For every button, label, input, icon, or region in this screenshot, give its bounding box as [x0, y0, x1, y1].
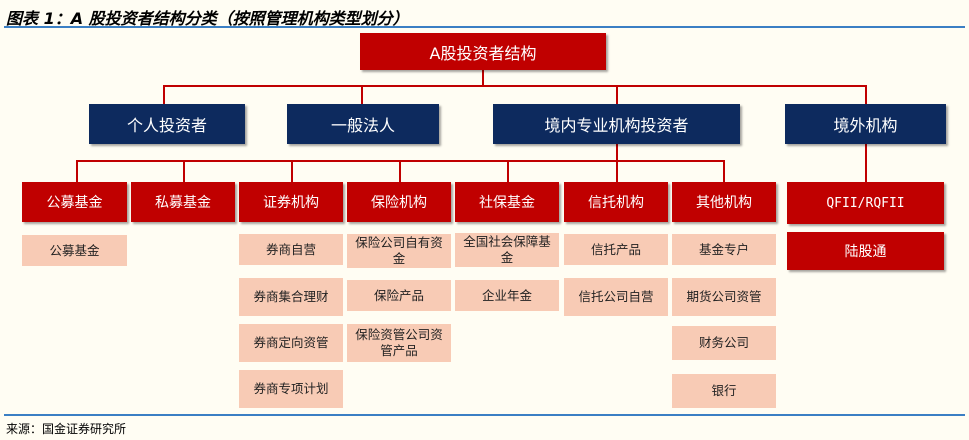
- leaf-finance-companies: 财务公司: [672, 326, 776, 360]
- connector-domestic-down: [616, 143, 618, 161]
- node-domestic-institutions: 境内专业机构投资者: [493, 104, 740, 144]
- connector-to-gongmu: [76, 160, 78, 182]
- leaf-trust-proprietary: 信托公司自营: [564, 278, 668, 316]
- node-qfii-rqfii: QFII/RQFII: [787, 182, 944, 224]
- leaf-trust-products: 信托产品: [564, 234, 668, 265]
- node-other-institutions: 其他机构: [672, 182, 776, 222]
- connector-root-down: [482, 70, 484, 86]
- leaf-public-funds: 公募基金: [22, 235, 127, 266]
- leaf-broker-collective-wm: 券商集合理财: [239, 278, 343, 316]
- connector-to-baoxian: [399, 160, 401, 182]
- node-insurance-institutions: 保险机构: [347, 182, 451, 222]
- leaf-insurer-own-funds: 保险公司自有资金: [347, 234, 451, 268]
- footer-rule: [4, 414, 965, 416]
- connector-to-individual: [163, 85, 165, 104]
- connector-to-qita: [723, 160, 725, 182]
- node-stock-connect: 陆股通: [787, 232, 944, 270]
- connector-to-shebao: [507, 160, 509, 182]
- node-general-corporates: 一般法人: [287, 104, 439, 144]
- node-private-funds: 私募基金: [131, 182, 235, 222]
- node-foreign-institutions: 境外机构: [785, 104, 946, 144]
- leaf-broker-proprietary: 券商自营: [239, 234, 343, 265]
- node-individual-investors: 个人投资者: [89, 104, 245, 144]
- connector-to-zhengquan: [291, 160, 293, 182]
- connector-level1-bus: [163, 85, 867, 87]
- leaf-enterprise-annuity: 企业年金: [455, 280, 559, 311]
- connector-to-corporate: [361, 85, 363, 104]
- connector-to-domestic: [616, 85, 618, 104]
- source-note: 来源：国金证券研究所: [6, 422, 127, 436]
- leaf-fund-special-accounts: 基金专户: [672, 234, 776, 265]
- leaf-banks: 银行: [672, 374, 776, 408]
- connector-to-foreign: [865, 85, 867, 104]
- leaf-national-social-security: 全国社会保障基金: [455, 233, 559, 267]
- node-securities-institutions: 证券机构: [239, 182, 343, 222]
- node-social-security-fund: 社保基金: [455, 182, 559, 222]
- leaf-broker-special-plan: 券商专项计划: [239, 370, 343, 408]
- leaf-insurance-am-products: 保险资管公司资管产品: [347, 324, 451, 362]
- connector-foreign-down: [865, 143, 867, 182]
- title-rule: [4, 26, 965, 28]
- figure-title: 图表 1：A 股投资者结构分类（按照管理机构类型划分）: [6, 9, 409, 28]
- connector-to-xintuo: [616, 160, 618, 182]
- node-public-funds: 公募基金: [22, 182, 127, 222]
- leaf-broker-targeted-am: 券商定向资管: [239, 324, 343, 362]
- root-node: A股投资者结构: [360, 33, 606, 70]
- leaf-futures-am: 期货公司资管: [672, 278, 776, 316]
- leaf-insurance-products: 保险产品: [347, 280, 451, 311]
- node-trust-institutions: 信托机构: [564, 182, 668, 222]
- connector-to-simu: [183, 160, 185, 182]
